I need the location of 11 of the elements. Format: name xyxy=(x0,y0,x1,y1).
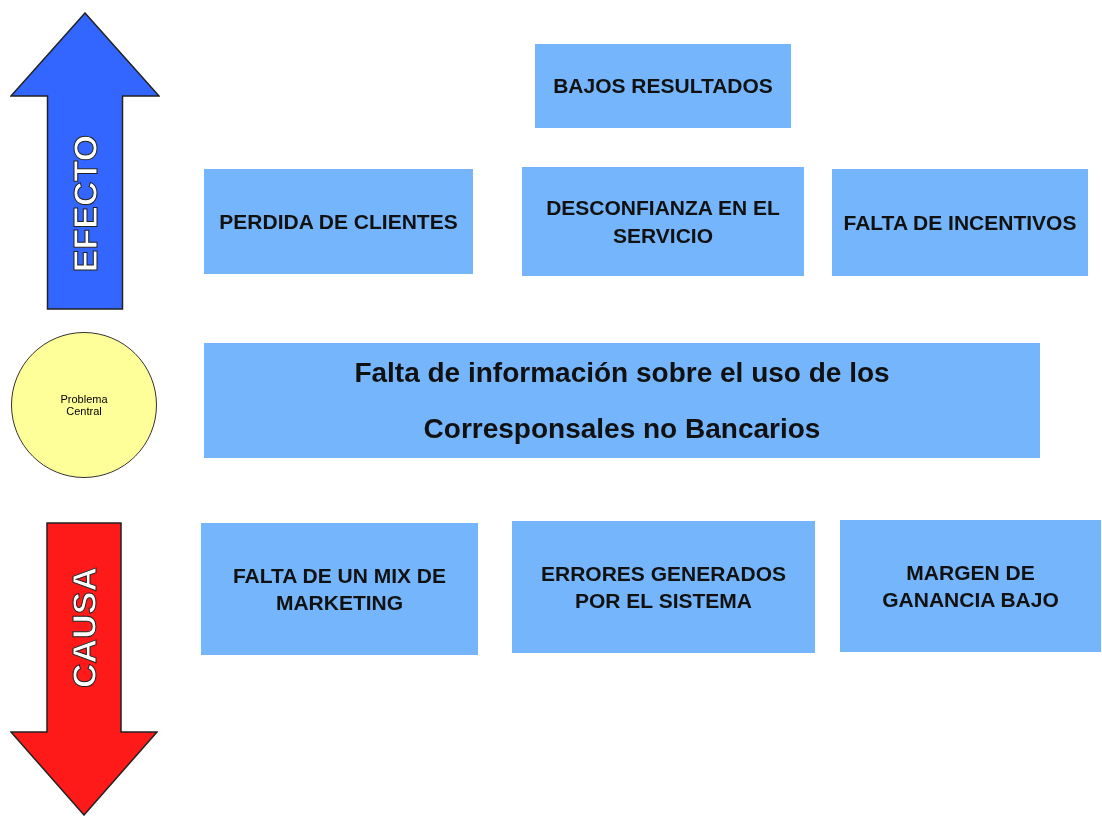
cause-box: ERRORES GENERADOS POR EL SISTEMA xyxy=(512,521,815,653)
effect-box: PERDIDA DE CLIENTES xyxy=(204,169,473,274)
cause-box: MARGEN DE GANANCIA BAJO xyxy=(840,520,1101,652)
effect-box: FALTA DE INCENTIVOS xyxy=(832,169,1088,276)
circle-label: Problema Central xyxy=(59,392,109,418)
effect-box: DESCONFIANZA EN EL SERVICIO xyxy=(522,167,804,276)
axis-label: CAUSA xyxy=(64,566,104,688)
axis-label: EFECTO xyxy=(65,134,105,272)
central-problem-box: Falta de información sobre el uso de los Corresponsales no Bancarios xyxy=(204,343,1040,458)
cause-box: FALTA DE UN MIX DE MARKETING xyxy=(201,523,478,655)
effect-box: BAJOS RESULTADOS xyxy=(535,44,791,128)
